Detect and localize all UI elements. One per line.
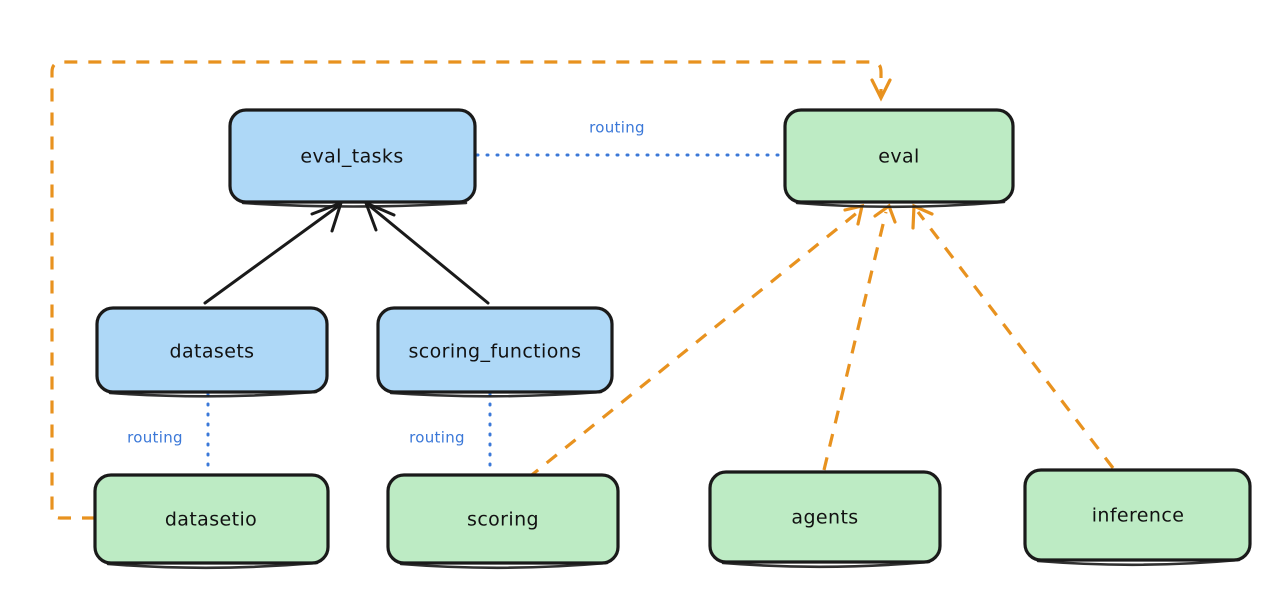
- node-agents-shape[interactable]: [708, 470, 942, 564]
- node-datasets-shape[interactable]: [95, 306, 329, 394]
- node-datasetio-shape[interactable]: [93, 473, 330, 565]
- node-scoring-functions-label: scoring_functions: [409, 341, 582, 363]
- node-scoring-functions-shape[interactable]: [376, 306, 614, 394]
- node-scoring-functions[interactable]: scoring_functions: [376, 306, 614, 398]
- edge-inference-eval[interactable]: [911, 203, 1115, 469]
- node-group: eval_tasks eval datasets scoring_functio…: [93, 108, 1252, 570]
- edge-label-routing-scoring-functions: routing: [409, 429, 465, 447]
- edge-label-group: routing routing routing: [127, 119, 645, 447]
- node-eval-shape[interactable]: [783, 108, 1015, 204]
- edge-group-composition: [203, 200, 490, 305]
- node-datasets[interactable]: datasets: [95, 306, 329, 398]
- node-eval-label: eval: [878, 146, 919, 168]
- node-datasets-label: datasets: [170, 341, 255, 363]
- node-inference[interactable]: inference: [1023, 468, 1252, 567]
- node-eval-tasks[interactable]: eval_tasks: [228, 108, 477, 208]
- node-datasetio[interactable]: datasetio: [93, 473, 330, 570]
- node-scoring-shape[interactable]: [386, 473, 620, 565]
- node-datasetio-label: datasetio: [165, 509, 257, 531]
- node-eval-tasks-shape[interactable]: [228, 108, 477, 204]
- edge-group-routing: [206, 153, 786, 475]
- edge-label-routing-datasets: routing: [127, 429, 183, 447]
- node-scoring-label: scoring: [467, 509, 539, 531]
- edge-datasetio-eval[interactable]: [50, 60, 892, 520]
- node-eval[interactable]: eval: [783, 108, 1015, 209]
- node-agents-label: agents: [791, 507, 858, 529]
- edge-scoring-functions-eval-tasks[interactable]: [363, 200, 490, 305]
- node-agents[interactable]: agents: [708, 470, 942, 569]
- node-scoring[interactable]: scoring: [386, 473, 620, 570]
- node-inference-label: inference: [1092, 505, 1185, 527]
- edge-datasets-eval-tasks[interactable]: [203, 200, 344, 305]
- edge-label-routing-eval-tasks: routing: [589, 119, 645, 137]
- node-eval-tasks-label: eval_tasks: [300, 146, 403, 168]
- node-inference-shape[interactable]: [1023, 468, 1252, 562]
- edge-agents-eval[interactable]: [822, 203, 897, 471]
